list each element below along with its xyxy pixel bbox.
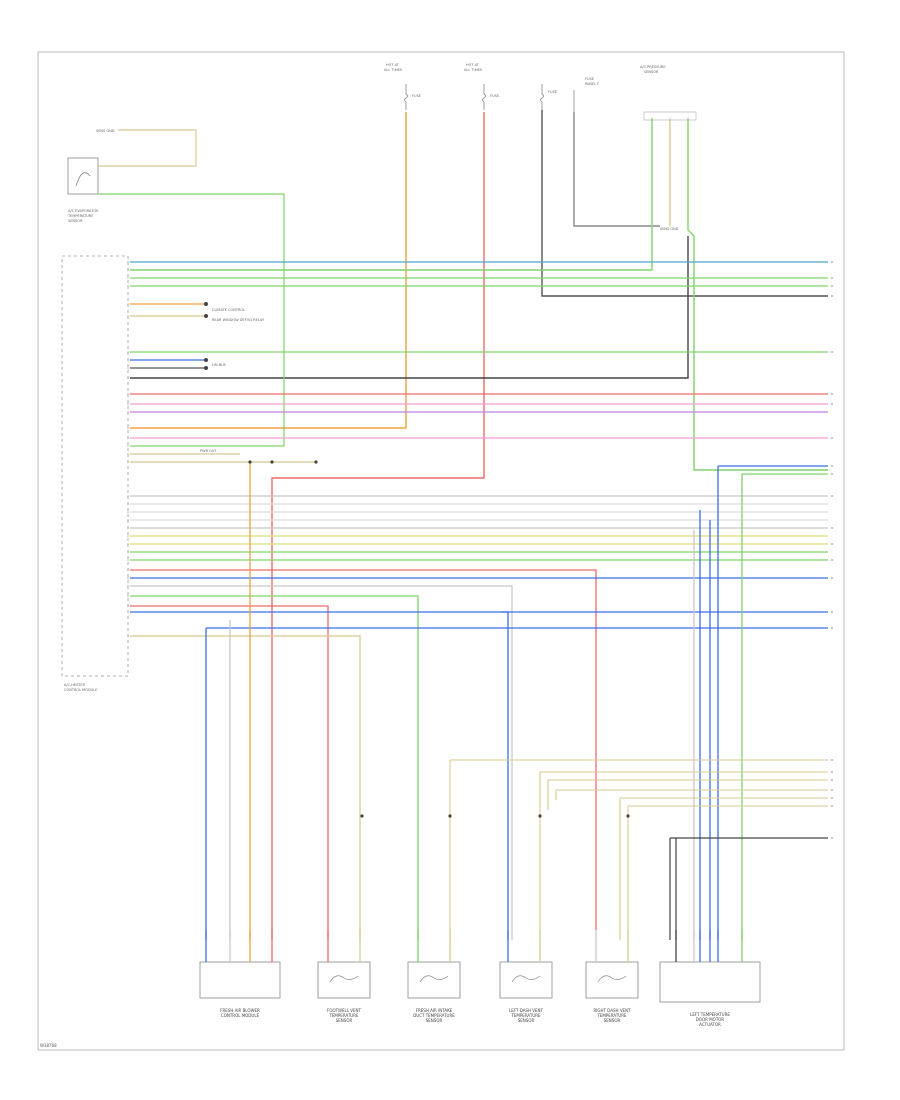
- svg-text:TEMPERATURE: TEMPERATURE: [510, 1013, 541, 1018]
- tan-signal-wires: [449, 759, 828, 940]
- control-module-label: A/C-HEATER: [64, 683, 86, 687]
- top-fuse-labels: HOT AT ALL TIMES HOT AT ALL TIMES FUSE F…: [384, 63, 666, 98]
- svg-text:FUSE: FUSE: [412, 94, 421, 98]
- svg-text:FRESH AIR INTAKE: FRESH AIR INTAKE: [416, 1008, 453, 1013]
- svg-text:LIN BUS: LIN BUS: [212, 363, 227, 367]
- diagram-frame: [37, 51, 845, 1051]
- svg-text:REAR WINDOW DEFOG RELAY: REAR WINDOW DEFOG RELAY: [212, 318, 265, 322]
- svg-text:FRESH AIR BLOWER: FRESH AIR BLOWER: [220, 1008, 260, 1013]
- svg-text:FUSE: FUSE: [490, 94, 499, 98]
- svg-text:HOT AT: HOT AT: [466, 63, 480, 67]
- svg-text:FOOTWELL VENT: FOOTWELL VENT: [327, 1008, 362, 1013]
- svg-text:PWR OUT: PWR OUT: [200, 449, 217, 453]
- svg-text:TEMPERATURE: TEMPERATURE: [67, 214, 93, 218]
- svg-text:PANEL F: PANEL F: [585, 82, 599, 86]
- svg-text:LEFT TEMPERATURE: LEFT TEMPERATURE: [690, 1012, 730, 1017]
- control-module-box: [61, 255, 129, 677]
- splice-points: [204, 302, 630, 818]
- svg-text:ALL TIMES: ALL TIMES: [464, 68, 483, 72]
- svg-text:A/C PRESSURE: A/C PRESSURE: [640, 65, 666, 69]
- component-pin-stubs: [205, 930, 743, 962]
- evap-temp-sensor: A/C EVAPORATOR TEMPERATURE SENSOR: [67, 157, 99, 223]
- svg-text:HOT AT: HOT AT: [386, 63, 400, 67]
- top-feed-wires: [130, 110, 828, 940]
- svg-text:SENSOR: SENSOR: [604, 1018, 621, 1023]
- svg-text:SENSOR: SENSOR: [68, 219, 83, 223]
- evap-sensor-wires: [98, 129, 285, 447]
- svg-text:LEFT DASH VENT: LEFT DASH VENT: [509, 1008, 544, 1013]
- harness-wires: [130, 261, 828, 940]
- svg-text:SENSOR: SENSOR: [426, 1018, 443, 1023]
- bottom-component-footwell-sensor: FOOTWELL VENT TEMPERATURE SENSOR: [317, 961, 371, 1023]
- svg-text:SENSOR: SENSOR: [518, 1018, 535, 1023]
- bottom-component-left-dash-sensor: LEFT DASH VENT TEMPERATURE SENSOR: [499, 961, 553, 1023]
- svg-text:FUSE: FUSE: [548, 90, 557, 94]
- svg-text:SENSOR: SENSOR: [644, 70, 659, 74]
- module-pins: [127, 261, 129, 637]
- svg-text:CONTROL MODULE: CONTROL MODULE: [221, 1013, 260, 1018]
- svg-text:TEMPERATURE: TEMPERATURE: [328, 1013, 359, 1018]
- svg-text:ACTUATOR: ACTUATOR: [699, 1022, 721, 1027]
- right-edge-terminals: [831, 261, 833, 839]
- splice-labels: CLIMATE CONTROL LIN BUS PWR OUT REAR WIN…: [200, 308, 265, 453]
- pressure-sensor-connector: [643, 111, 697, 121]
- svg-text:RIGHT DASH VENT: RIGHT DASH VENT: [593, 1008, 631, 1013]
- svg-text:TEMPERATURE: TEMPERATURE: [596, 1013, 627, 1018]
- svg-text:DUCT TEMPERATURE: DUCT TEMPERATURE: [413, 1013, 455, 1018]
- right-vertical-wires: [693, 465, 828, 940]
- bottom-component-fresh-air-blower: FRESH AIR BLOWER CONTROL MODULE: [199, 961, 281, 1018]
- figure-code: W38768: [40, 1043, 57, 1048]
- fuse-symbols: [404, 84, 575, 114]
- svg-text:SENSOR: SENSOR: [336, 1018, 353, 1023]
- bottom-component-left-temp-door-motor: LEFT TEMPERATURE DOOR MOTOR ACTUATOR: [659, 961, 761, 1027]
- bottom-component-fresh-air-intake-sensor: FRESH AIR INTAKE DUCT TEMPERATURE SENSOR: [407, 961, 461, 1023]
- svg-text:SENS GND: SENS GND: [96, 129, 115, 133]
- ground-wire: [669, 837, 828, 940]
- svg-text:FUSE: FUSE: [585, 77, 594, 81]
- bottom-component-right-dash-sensor: RIGHT DASH VENT TEMPERATURE SENSOR: [585, 961, 639, 1023]
- svg-text:ALL TIMES: ALL TIMES: [384, 68, 403, 72]
- svg-text:CLIMATE CONTROL: CLIMATE CONTROL: [212, 308, 245, 312]
- svg-text:DOOR MOTOR: DOOR MOTOR: [696, 1017, 725, 1022]
- svg-text:SENS GND: SENS GND: [660, 227, 679, 231]
- svg-text:A/C EVAPORATOR: A/C EVAPORATOR: [68, 209, 99, 213]
- svg-text:CONTROL MODULE: CONTROL MODULE: [64, 688, 97, 692]
